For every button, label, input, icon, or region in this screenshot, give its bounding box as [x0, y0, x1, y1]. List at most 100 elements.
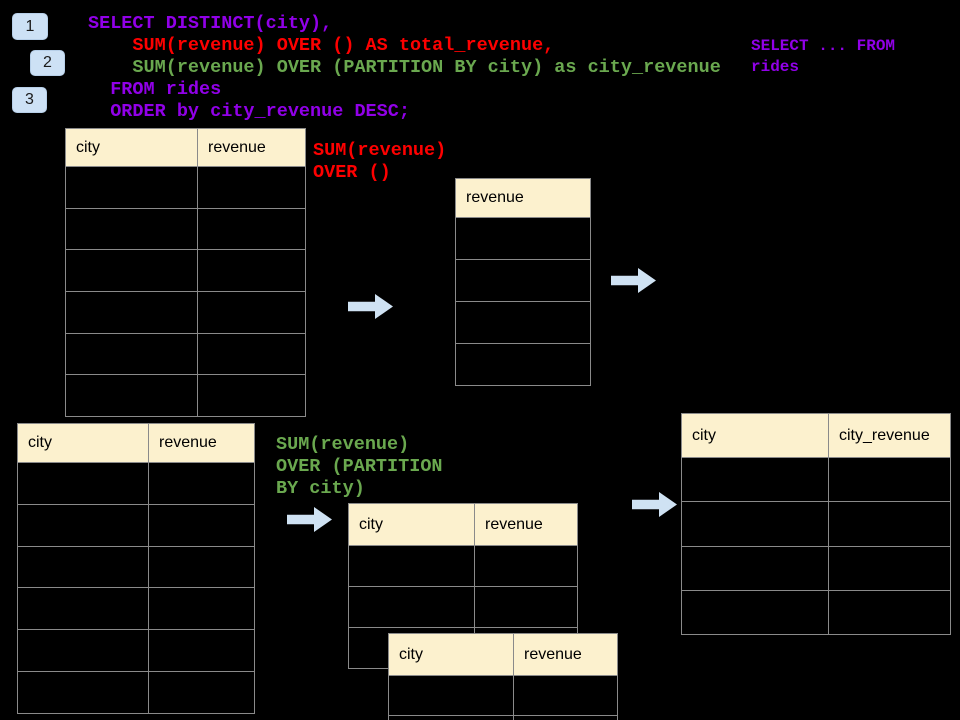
code-line: SUM(revenue) OVER () AS total_revenue, [88, 35, 555, 56]
table-row [17, 462, 255, 505]
table-cell-empty [17, 503, 149, 547]
code-line: SUM(revenue) OVER (PARTITION BY city) as… [88, 57, 721, 78]
table-row [455, 217, 591, 260]
column-header-city: city [17, 423, 149, 463]
table-row [455, 259, 591, 302]
table-row [681, 589, 951, 636]
code-line: BY city) [276, 478, 365, 499]
table-cell-empty [474, 586, 578, 628]
table-cell-empty [474, 545, 578, 587]
column-header-city: city [388, 633, 514, 676]
table-header-row: revenue [455, 178, 591, 218]
step-badge-2: 2 [30, 50, 65, 76]
table-row [65, 207, 306, 251]
table-cell-empty [197, 332, 306, 376]
table-cell-empty [455, 259, 591, 302]
table-cell-empty [513, 675, 618, 716]
column-header-revenue: revenue [148, 423, 255, 463]
table-cell-empty [17, 462, 149, 505]
table-cell-empty [148, 629, 255, 672]
table-cell-empty [681, 545, 829, 591]
table-cell-empty [65, 207, 198, 251]
table-cell-empty [388, 715, 514, 720]
table-cell-empty [681, 456, 829, 503]
table-cell-empty [455, 343, 591, 386]
table-cell-empty [17, 545, 149, 589]
sql-snippet-select-from-rides: SELECT ... FROM rides [751, 36, 895, 78]
code-line: OVER (PARTITION [276, 456, 443, 477]
table-cell-empty [17, 587, 149, 631]
table-cell-empty [513, 715, 618, 720]
sql-query-code: SELECT DISTINCT(city), SUM(revenue) OVER… [88, 13, 721, 123]
table-row [455, 301, 591, 344]
table-cell-empty [348, 545, 475, 587]
table-cell-empty [828, 545, 951, 591]
table-cell-empty [65, 291, 198, 334]
table-cell-empty [348, 586, 475, 628]
column-header-revenue: revenue [197, 128, 306, 167]
code-line: ORDER by city_revenue DESC; [88, 101, 410, 122]
annotation-sum-over-total: SUM(revenue)OVER () [313, 140, 446, 184]
code-line: SELECT ... FROM [751, 37, 896, 55]
table-cell-empty [828, 456, 951, 503]
table-cell-empty [197, 291, 306, 334]
table-row [17, 587, 255, 631]
table-cell-empty [197, 374, 306, 418]
column-header-city: city [681, 413, 829, 458]
table-row [681, 456, 951, 503]
flow-arrow-right-icon [348, 294, 393, 319]
table-cell-empty [388, 675, 514, 716]
table-row [681, 501, 951, 547]
table-cell-empty [65, 249, 198, 293]
step-badge-3: 3 [12, 87, 47, 113]
table-row [65, 374, 306, 418]
table-revenue-only: revenue [455, 178, 591, 386]
table-cell-empty [17, 670, 149, 714]
table-cell-empty [65, 374, 198, 418]
table-cell-empty [148, 462, 255, 505]
table-row [65, 249, 306, 293]
step-badge-2-label: 2 [43, 54, 52, 71]
column-header-revenue: revenue [513, 633, 618, 676]
table-cell-empty [148, 670, 255, 714]
table-cell-empty [148, 587, 255, 631]
table-row [455, 343, 591, 386]
table-cell-empty [828, 501, 951, 547]
flow-arrow-right-icon [611, 268, 656, 293]
flow-arrow-right-icon [632, 492, 677, 517]
code-line: SUM(revenue) [313, 140, 447, 161]
table-row [65, 291, 306, 334]
table-cell-empty [197, 166, 306, 209]
table-row [17, 545, 255, 589]
table-row [17, 503, 255, 547]
table-cell-empty [828, 589, 951, 636]
code-line: rides [751, 58, 800, 76]
data-table: revenue [455, 178, 591, 386]
table-row [348, 545, 578, 587]
table-cell-empty [65, 332, 198, 376]
column-header-city: city [348, 503, 475, 546]
code-line: OVER () [313, 162, 391, 183]
table-cell-empty [17, 629, 149, 672]
step-badge-1-label: 1 [25, 17, 35, 35]
code-line: SUM(revenue) [276, 434, 410, 455]
table-cell-empty [681, 501, 829, 547]
table-row [65, 332, 306, 376]
table-row [17, 629, 255, 672]
table-cell-empty [455, 217, 591, 260]
table-row [348, 586, 578, 628]
code-line: FROM rides [88, 79, 222, 100]
column-header-city_revenue: city_revenue [828, 413, 951, 458]
